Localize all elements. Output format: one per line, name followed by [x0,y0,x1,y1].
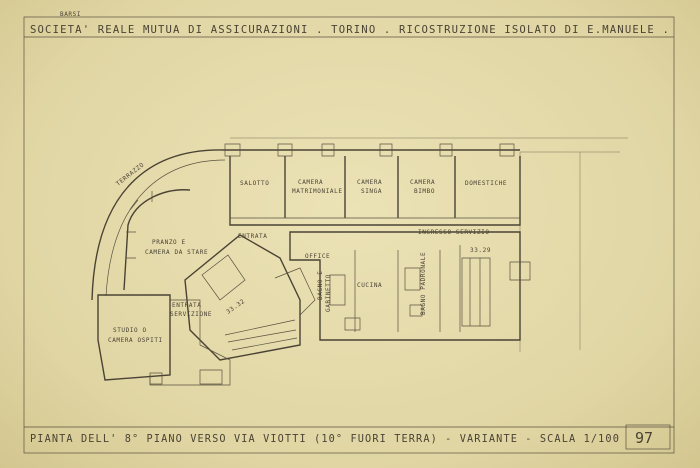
label-bagno-right: BAGNO PADRONALE [420,252,427,315]
main-stair-hall [184,234,301,361]
label-studio-2: CAMERA OSPITI [108,337,163,344]
label-camera-singola-1: CAMERA [357,179,382,186]
label-entrata-top: ENTRATA [238,233,268,240]
label-bagno-1: BAGNO E [317,271,324,301]
studio-fixtures [149,369,223,385]
label-entrata-low-1: ENTRATA [172,302,202,309]
curved-wall-piers [126,191,153,259]
bathtub-right [404,267,421,291]
sheet-caption: PIANTA DELL' 8° PIANO VERSO VIA VIOTTI (… [30,432,620,445]
sanitary-fixtures [344,304,423,331]
label-camera-singola-2: SINGA [361,188,382,195]
label-studio-1: STUDIO O [113,327,147,334]
label-stair-mark-left: 33.32 [225,298,246,316]
terrace-inner-curve [105,159,226,297]
label-camera-bimbo-1: CAMERA [410,179,435,186]
label-entrata-low-2: SERVIZIONE [170,311,212,318]
service-block [289,231,521,341]
label-stair-mark-right: 33.29 [470,247,491,254]
label-domestiche: DOMESTICHE [465,180,507,187]
lift-shaft-right [509,261,531,281]
pranzo-curved-wall [123,189,191,291]
service-partitions [354,245,461,332]
service-stair-right [461,257,491,327]
studio-room [97,294,171,381]
studio-annex [149,299,231,386]
label-pranzo-1: PRANZO E [152,239,186,246]
label-ingresso-servizio: INGRESSO SERVIZIO [418,229,490,236]
label-camera-matrimoniale-2: MATRIMONIALE [292,188,343,195]
stair-landing [274,267,316,316]
top-room-partitions [284,156,456,218]
label-bagno-2: GABINETTO [325,274,332,312]
front-pilasters [224,143,515,157]
top-rooms-outline [229,156,521,226]
label-cucina: CUCINA [357,282,382,289]
sheet-number: 97 [635,429,653,447]
neighbour-lines [519,151,620,352]
label-camera-bimbo-2: BIMBO [414,188,435,195]
sheet-number-box [625,424,671,450]
sheet-border [23,16,675,454]
label-camera-matrimoniale-1: CAMERA [298,179,323,186]
terrace-outer-curve [91,149,226,301]
label-salotto: SALOTTO [240,180,270,187]
label-pranzo-2: CAMERA DA STARE [145,249,208,256]
bathtub-left [329,274,346,306]
sheet-title: SOCIETA' REALE MUTUA DI ASSICURAZIONI . … [30,23,670,36]
lift-car [201,254,246,301]
header-note: BARSI [60,11,81,18]
label-office: OFFICE [305,253,330,260]
stair-treads [224,319,298,351]
